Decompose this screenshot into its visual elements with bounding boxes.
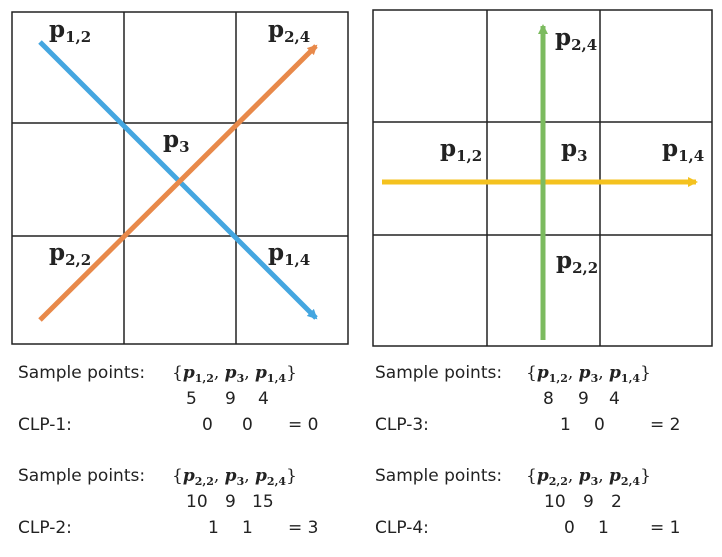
sample-points-label: Sample points: [18, 466, 145, 486]
sample-value: 4 [258, 389, 269, 409]
sample-value: 9 [225, 492, 236, 512]
clp-label: CLP-4: [375, 518, 429, 538]
sample-block-3: Sample points: {p1,2, p3, p1,4} 8 9 4 CL… [375, 363, 680, 435]
left-label-p14: p1,4 [268, 239, 310, 269]
sample-value: 5 [186, 389, 197, 409]
clp-value: 0 [202, 415, 213, 435]
right-label-p12: p1,2 [440, 135, 482, 165]
sample-set: {p1,2, p3, p1,4} [526, 363, 651, 385]
left-grid [11, 11, 349, 345]
sample-value: 10 [186, 492, 208, 512]
left-label-p12: p1,2 [49, 16, 91, 46]
sample-block-2: Sample points: {p2,2, p3, p2,4} 10 9 15 … [18, 466, 318, 538]
sample-set: {p2,2, p3, p2,4} [172, 466, 297, 488]
left-label-p24: p2,4 [268, 16, 310, 46]
clp-result: = 2 [650, 415, 680, 435]
sample-value: 10 [544, 492, 566, 512]
clp-label: CLP-3: [375, 415, 429, 435]
sample-points-label: Sample points: [375, 363, 502, 383]
clp-result: = 1 [650, 518, 680, 538]
clp-result: = 0 [288, 415, 318, 435]
right-label-p3: p3 [561, 135, 588, 165]
clp-value: 0 [242, 415, 253, 435]
right-label-p14: p1,4 [662, 135, 704, 165]
sample-value: 8 [543, 389, 554, 409]
clp-result: = 3 [288, 518, 318, 538]
sample-value: 15 [252, 492, 274, 512]
right-label-p22: p2,2 [556, 247, 598, 277]
clp-value: 1 [208, 518, 219, 538]
sample-value: 9 [578, 389, 589, 409]
sample-block-4: Sample points: {p2,2, p3, p2,4} 10 9 2 C… [375, 466, 680, 538]
sample-points-label: Sample points: [18, 363, 145, 383]
sample-value: 9 [225, 389, 236, 409]
sample-points-label: Sample points: [375, 466, 502, 486]
sample-value: 9 [583, 492, 594, 512]
left-label-p22: p2,2 [49, 239, 91, 269]
clp-value: 1 [598, 518, 609, 538]
clp-label: CLP-1: [18, 415, 72, 435]
clp-value: 1 [242, 518, 253, 538]
clp-label: CLP-2: [18, 518, 72, 538]
sample-block-1: Sample points: {p1,2, p3, p1,4} 5 9 4 CL… [18, 363, 318, 435]
sample-set: {p2,2, p3, p2,4} [526, 466, 651, 488]
clp-value: 1 [560, 415, 571, 435]
sample-value: 2 [611, 492, 622, 512]
sample-set: {p1,2, p3, p1,4} [172, 363, 297, 385]
left-label-p3: p3 [163, 126, 190, 156]
sample-value: 4 [609, 389, 620, 409]
right-label-p24: p2,4 [555, 24, 597, 54]
clp-value: 0 [594, 415, 605, 435]
clp-value: 0 [564, 518, 575, 538]
orange-arrow [38, 44, 318, 322]
